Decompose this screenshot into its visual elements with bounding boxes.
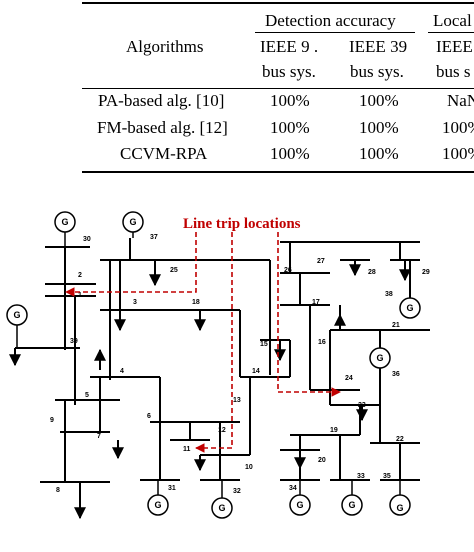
bus-36: 36 <box>392 371 400 378</box>
header-cut-line1: IEEE <box>436 37 473 56</box>
bus-6: 6 <box>147 413 151 420</box>
table-top-rule <box>82 2 474 4</box>
bus-32: 32 <box>233 488 241 495</box>
generator-label: G <box>218 503 225 513</box>
bus-27: 27 <box>317 258 325 265</box>
row-fm-ieee39: 100% <box>359 118 399 137</box>
bus-1: 1 <box>78 292 82 299</box>
generator-label: G <box>406 303 413 313</box>
row-ccvm-cut: 100% <box>442 144 474 163</box>
header-ieee39-line2: bus sys. <box>350 62 404 81</box>
row-fm-cut: 100% <box>442 118 474 137</box>
bus-20: 20 <box>318 457 326 464</box>
header-cut-line2: bus s <box>436 62 471 81</box>
row-ccvm-algorithm: CCVM-RPA <box>120 144 208 163</box>
bus-2: 2 <box>78 272 82 279</box>
table-bottom-rule <box>82 171 474 173</box>
row-ccvm-ieee9: 100% <box>270 144 310 163</box>
generator-label: G <box>129 217 136 227</box>
bus-8: 8 <box>56 487 60 494</box>
row-fm-algorithm: FM-based alg. [12] <box>97 118 228 137</box>
results-table: Algorithms Detection accuracy Local IEEE… <box>0 0 474 180</box>
bus-4: 4 <box>120 368 124 375</box>
bus-11: 11 <box>183 446 191 453</box>
bus-33: 33 <box>357 473 365 480</box>
row-ccvm-ieee39: 100% <box>359 144 399 163</box>
line-trip-markers <box>65 232 341 453</box>
detection-underline <box>255 32 415 33</box>
generator-label: G <box>61 217 68 227</box>
bus-30: 30 <box>83 236 91 243</box>
bus-24: 24 <box>345 375 353 382</box>
bus-15: 15 <box>260 341 268 348</box>
generators <box>6 211 421 519</box>
generator-label: G <box>296 500 303 510</box>
bus-12: 12 <box>218 427 226 434</box>
row-pa-algorithm: PA-based alg. [10] <box>98 91 225 110</box>
row-pa-ieee9: 100% <box>270 91 310 110</box>
header-detection-accuracy: Detection accuracy <box>265 11 396 30</box>
bus-14: 14 <box>252 368 260 375</box>
trip-path-bus24 <box>277 232 341 397</box>
bus-5: 5 <box>85 392 89 399</box>
table-mid-rule <box>82 88 474 89</box>
generator-36 <box>369 347 391 369</box>
bus-19: 19 <box>330 427 338 434</box>
bus-9: 9 <box>50 417 54 424</box>
row-pa-cut: NaN <box>447 91 474 110</box>
line-trip-title: Line trip locations <box>183 216 301 232</box>
bus-38: 38 <box>385 291 393 298</box>
bus-17: 17 <box>312 299 320 306</box>
bus-18: 18 <box>192 299 200 306</box>
bus-10: 10 <box>245 464 253 471</box>
row-fm-ieee9: 100% <box>270 118 310 137</box>
bus-31: 31 <box>168 485 176 492</box>
bus-39: 39 <box>70 338 78 345</box>
generator-label: G <box>376 353 383 363</box>
bus-37: 37 <box>150 234 158 241</box>
bus-3: 3 <box>133 299 137 306</box>
bus-13: 13 <box>233 397 241 404</box>
bus-21: 21 <box>392 322 400 329</box>
bus-35: 35 <box>383 473 391 480</box>
bus-7: 7 <box>97 433 101 440</box>
bus-25: 25 <box>170 267 178 274</box>
localization-underline <box>428 32 474 33</box>
generator-label: G <box>396 503 403 513</box>
trip-path-bus11 <box>195 232 233 453</box>
ieee39-bus-diagram: G G G G G G G G G G 1 2 3 4 5 6 7 8 9 10… <box>6 211 430 520</box>
generator-label: G <box>13 310 20 320</box>
bus-34: 34 <box>289 485 297 492</box>
bus-23: 23 <box>358 402 366 409</box>
bus-28: 28 <box>368 269 376 276</box>
header-algorithms: Algorithms <box>126 37 204 56</box>
bus-26: 26 <box>284 267 292 274</box>
header-localization: Local <box>433 11 472 30</box>
bus-29: 29 <box>422 269 430 276</box>
bus-16: 16 <box>318 339 326 346</box>
row-pa-ieee39: 100% <box>359 91 399 110</box>
trip-path-bus1 <box>65 232 197 297</box>
header-ieee9-line1: IEEE 9 . <box>260 37 319 56</box>
generator-38 <box>399 297 421 319</box>
generator-label: G <box>348 500 355 510</box>
transmission-lines <box>9 238 430 520</box>
header-ieee39-line1: IEEE 39 <box>349 37 408 56</box>
generator-label: G <box>154 500 161 510</box>
bus-22: 22 <box>396 436 404 443</box>
header-ieee9-line2: bus sys. <box>262 62 316 81</box>
